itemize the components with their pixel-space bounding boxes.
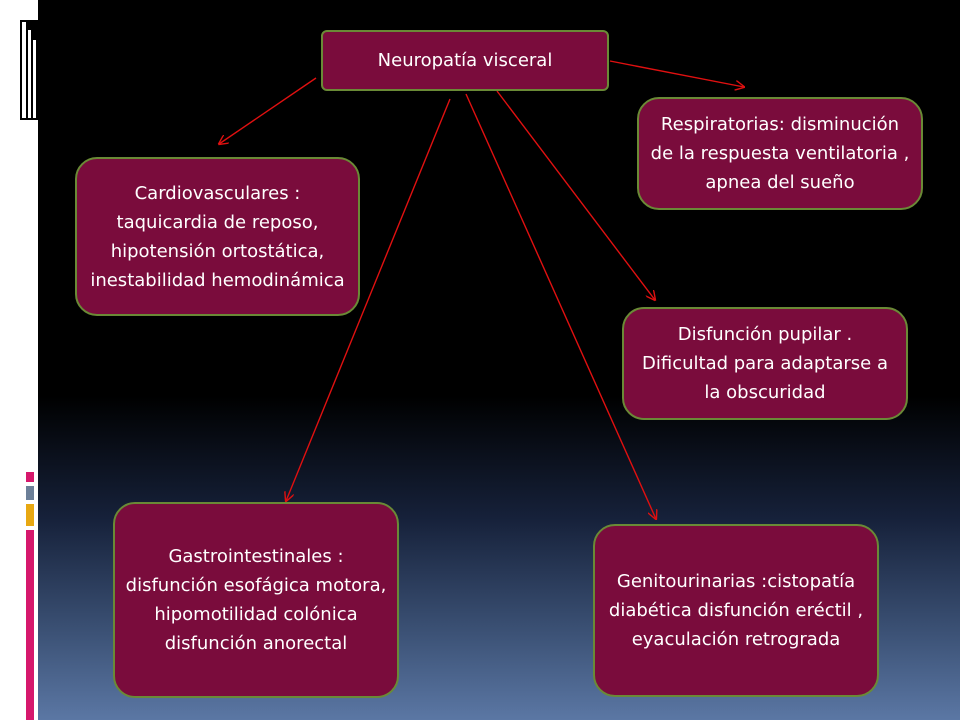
node-gastrointestinal: Gastrointestinales : disfunción esofágic… — [113, 502, 399, 698]
decorative-bar-gold — [26, 504, 34, 526]
root-node: Neuropatía visceral — [321, 30, 609, 91]
decorative-bar-magenta-thin — [26, 472, 34, 482]
node-pupillary-label: Disfunción pupilar . Dificultad para ada… — [642, 324, 888, 403]
node-genitourinary-label: Genitourinarias :cistopatía diabética di… — [608, 571, 864, 650]
node-cardiovascular-label: Cardiovasculares : taquicardia de reposo… — [90, 182, 345, 291]
node-gastrointestinal-label: Gastrointestinales : disfunción esofágic… — [125, 546, 387, 654]
node-genitourinary: Genitourinarias :cistopatía diabética di… — [593, 524, 879, 697]
root-node-label: Neuropatía visceral — [377, 50, 553, 71]
node-respiratory-label: Respiratorias: disminución de la respues… — [650, 114, 910, 193]
arrow-to-genitourinary — [465, 93, 656, 519]
books-icon — [20, 20, 40, 120]
decorative-bar-slate — [26, 486, 34, 500]
decorative-bar-magenta — [26, 530, 34, 720]
arrow-to-pupillary — [496, 90, 655, 300]
arrow-to-gastrointestinal — [286, 98, 451, 501]
node-cardiovascular: Cardiovasculares : taquicardia de reposo… — [75, 157, 360, 316]
node-respiratory: Respiratorias: disminución de la respues… — [637, 97, 923, 210]
node-pupillary: Disfunción pupilar . Dificultad para ada… — [622, 307, 908, 420]
arrow-to-cardiovascular — [219, 77, 317, 144]
arrow-to-respiratory — [609, 60, 744, 87]
